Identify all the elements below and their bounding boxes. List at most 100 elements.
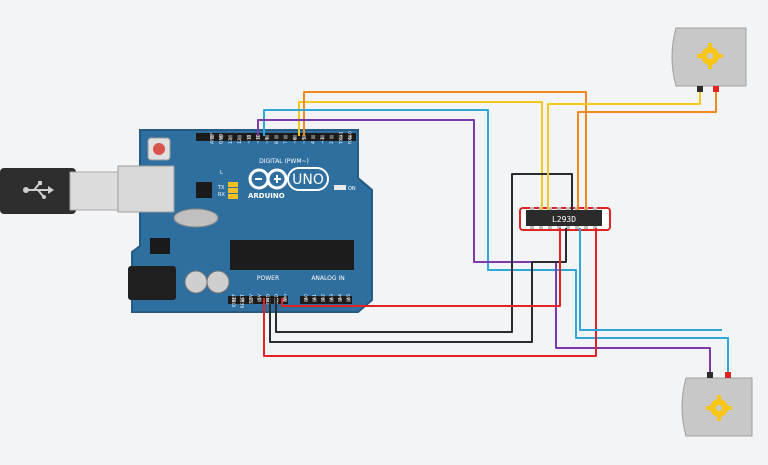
pin-hole[interactable] [240,298,245,302]
wire-red-5v[interactable] [263,228,597,357]
chip-pin-bottom[interactable] [584,226,588,229]
pin-hole[interactable] [249,298,253,302]
pin-hole[interactable] [329,135,334,139]
pin-hole[interactable] [329,298,334,302]
power-jack [128,266,176,300]
pin-hole[interactable] [274,135,279,139]
pin-label: RESET [240,294,246,309]
chip-pin-bottom[interactable] [548,226,552,229]
wire-orange-pin5[interactable] [303,91,587,210]
pin-hole[interactable] [320,135,325,139]
capacitor-2 [206,270,230,294]
dc-motor-top[interactable] [671,27,747,92]
pin-label: 3.3V [249,293,255,304]
pin-hole[interactable] [246,135,251,139]
gear-icon [697,43,723,69]
pin-label: A0 [304,294,310,300]
pin-hole[interactable] [232,298,236,302]
pin-label: AREF [210,132,216,144]
pin-label: A3 [329,294,335,300]
chip-pin-bottom[interactable] [575,226,579,229]
led-rx-label: RX [218,192,225,198]
pin-label: ~3 [320,137,326,144]
pin-hole[interactable] [346,298,351,302]
pin-label: RX←0 [348,131,354,144]
pin-label: GND [266,293,272,304]
pin-label: GND [219,133,225,144]
crystal-oscillator [173,208,219,228]
gear-icon [706,395,732,421]
wire-black-gnd[interactable] [275,173,573,333]
pin-label: A5 [346,294,352,300]
wire-yellow-motor1[interactable] [547,86,701,210]
wire-red-vin[interactable] [281,228,561,307]
motor-top-terminal-1[interactable] [697,86,703,92]
pin-hole[interactable] [283,298,287,302]
analog-label: ANALOG IN [311,275,344,282]
analog-header [300,296,352,304]
pin-hole[interactable] [257,298,262,302]
pin-label: 4 [311,141,317,144]
pin-label: TX→1 [338,131,344,145]
pin-label: 12 [237,138,243,144]
pin-label: A2 [321,294,327,300]
pin-hole[interactable] [312,298,317,302]
pin-hole[interactable] [292,135,297,139]
pin-hole[interactable] [304,298,308,302]
chip-pin-top[interactable] [593,207,597,210]
pin-label: A4 [338,294,344,300]
usb-cable[interactable] [0,168,121,214]
motor-top-terminal-2[interactable] [713,86,719,92]
led-rx [228,194,238,199]
led-tx-label: TX [217,185,225,191]
pin-hole[interactable] [228,135,233,139]
chip-pin-top[interactable] [557,207,561,210]
chip-pin-top[interactable] [566,207,570,210]
pin-hole[interactable] [237,135,242,139]
pin-label: 7 [283,141,289,144]
reset-button-cap [153,143,165,155]
pin-hole[interactable] [302,135,306,139]
pin-label: ~5 [302,137,308,144]
chip-pin-top[interactable] [530,207,534,210]
wire-black-gnd-2[interactable] [269,228,567,343]
pin-hole[interactable] [338,135,343,139]
wire-purple-pin9[interactable] [257,119,711,378]
chip-pin-bottom[interactable] [593,226,597,229]
chip-label: L293D [552,215,576,224]
pin-hole[interactable] [283,135,288,139]
chip-pin-bottom[interactable] [557,226,561,229]
usb-plug-body [69,171,121,211]
wire-blue-chip[interactable] [579,228,722,331]
chip-pin-top[interactable] [548,207,552,210]
pin-label: 5V [257,293,263,300]
pin-hole[interactable] [348,135,352,139]
pin-hole[interactable] [219,135,224,139]
pin-hole[interactable] [265,135,270,139]
chip-pin-bottom[interactable] [530,226,534,229]
pin-label: Vin [283,294,289,301]
motor-bottom-terminal-1[interactable] [707,372,713,378]
power-label: POWER [257,275,279,282]
capacitor-1 [184,270,208,294]
pin-label: ~10 [256,134,262,144]
pin-hole[interactable] [256,135,260,139]
led-l-label: L [220,170,223,176]
wire-orange-motor1[interactable] [577,86,717,210]
pin-hole[interactable] [311,135,316,139]
pin-hole[interactable] [210,135,214,139]
dc-motor-bottom[interactable] [681,372,753,437]
pin-hole[interactable] [321,298,325,302]
chip-pin-bottom[interactable] [566,226,570,229]
chip-pin-bottom[interactable] [539,226,543,229]
pin-label: 2 [329,141,335,144]
usb-chip [196,182,212,198]
l293d-chip[interactable]: L293D [519,207,611,231]
pin-hole[interactable] [266,298,270,302]
pin-label: ~6 [292,137,298,144]
pin-hole[interactable] [338,298,342,302]
usb-icon [23,181,54,199]
motor-bottom-terminal-2[interactable] [725,372,731,378]
